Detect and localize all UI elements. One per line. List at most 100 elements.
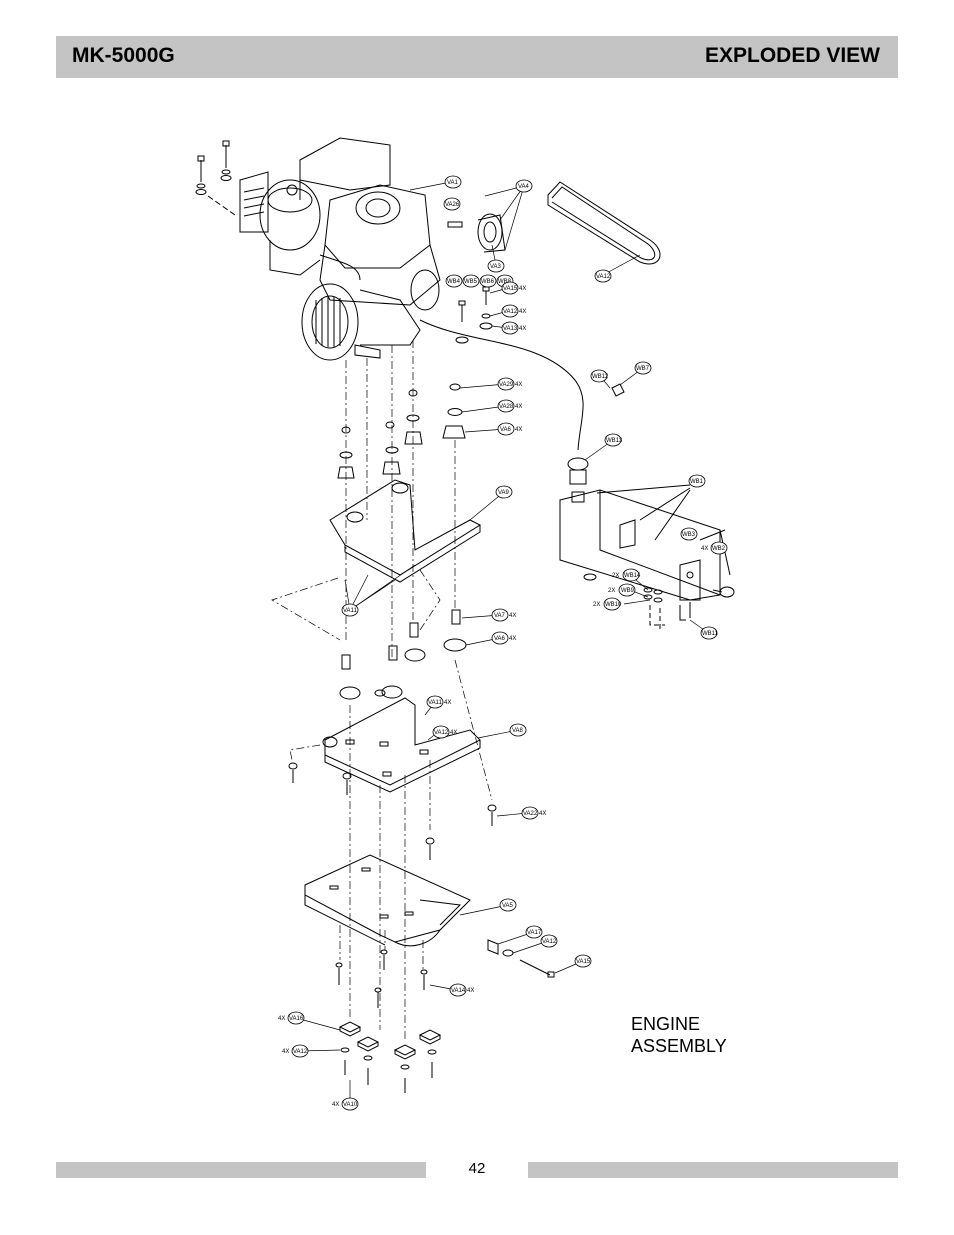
svg-text:VA12: VA12 — [434, 730, 449, 736]
svg-text:4X: 4X — [282, 1049, 289, 1055]
svg-text:4X: 4X — [332, 1102, 339, 1108]
callout-wb3: WB3 — [680, 527, 698, 541]
section-title: EXPLODED VIEW — [704, 44, 880, 67]
svg-text:VA26: VA26 — [445, 202, 460, 208]
model-title: MK-5000G — [72, 44, 175, 67]
svg-text:WB8: WB8 — [498, 279, 512, 285]
svg-text:VA6: VA6 — [494, 636, 506, 642]
callout-wb12: WB12 — [590, 369, 609, 383]
svg-text:VA7: VA7 — [494, 613, 506, 619]
bolts-and-feet — [288, 762, 555, 1093]
base-plate — [304, 854, 471, 947]
svg-text:WB6: WB6 — [481, 279, 495, 285]
svg-text:VA1: VA1 — [447, 180, 459, 186]
diagram-caption: ENGINE ASSEMBLY — [631, 1013, 727, 1057]
svg-text:VA15: VA15 — [503, 286, 518, 292]
callout-va8: VA8 — [509, 723, 527, 737]
callout-va26: VA26 — [443, 197, 461, 211]
svg-text:4X: 4X — [509, 636, 516, 642]
callout-va12-side: VA12 — [540, 934, 558, 948]
svg-text:WB2: WB2 — [712, 546, 726, 552]
svg-text:4X: 4X — [539, 811, 546, 817]
svg-text:4X: 4X — [444, 700, 451, 706]
pulley-illustration — [447, 213, 506, 253]
svg-text:VA17: VA17 — [527, 930, 542, 936]
svg-text:VA3: VA3 — [490, 264, 502, 270]
callout-wb1: WB1 — [688, 474, 706, 488]
callout-wb11: WB11 — [700, 626, 719, 640]
svg-text:4X: 4X — [515, 427, 522, 433]
svg-text:VA6: VA6 — [500, 427, 512, 433]
caption-line-2: ASSEMBLY — [631, 1036, 727, 1056]
engine-mount-bolts-top — [195, 140, 236, 216]
svg-text:WB13: WB13 — [606, 438, 623, 444]
callout-labels: VA1 VA26 VA4 VA3 WB4 WB5 WB6 WB8 VA12 VA… — [278, 175, 728, 1111]
svg-text:4X: 4X — [519, 286, 526, 292]
svg-text:VA28: VA28 — [499, 404, 514, 410]
control-box — [559, 484, 735, 630]
svg-text:4X: 4X — [467, 988, 474, 994]
svg-text:WB3: WB3 — [682, 532, 696, 538]
callout-va17: VA17 — [525, 925, 543, 939]
svg-text:VA4: VA4 — [518, 184, 530, 190]
svg-text:4X: 4X — [519, 326, 526, 332]
callout-va9: VA9 — [495, 485, 513, 499]
svg-text:VA11: VA11 — [343, 608, 357, 614]
callout-va1: VA1 — [444, 175, 462, 189]
svg-text:4X: 4X — [515, 404, 522, 410]
callout-va3: VA3 — [487, 259, 505, 273]
callout-va4: VA4 — [515, 179, 533, 193]
callout-wb13: WB13 — [604, 433, 623, 447]
footer-bar-left — [56, 1162, 426, 1178]
callout-wb4: WB4 — [445, 274, 463, 288]
engine-illustration — [239, 137, 441, 361]
svg-text:VA16: VA16 — [289, 1016, 304, 1022]
lower-mount-plate — [322, 697, 481, 793]
header-bar: MK-5000G EXPLODED VIEW — [56, 36, 898, 78]
callout-va16-bot: VA16 4X — [278, 1011, 305, 1025]
svg-text:2X: 2X — [593, 602, 600, 608]
svg-text:WB5: WB5 — [464, 279, 478, 285]
svg-text:VA9: VA9 — [498, 490, 510, 496]
callout-wb9: WB9 2X — [608, 583, 636, 597]
alignment-lines — [271, 340, 493, 1040]
svg-text:2X: 2X — [608, 588, 615, 594]
callout-va11-mid: VA11 — [341, 603, 359, 617]
svg-text:WB14: WB14 — [624, 573, 641, 579]
svg-text:4X: 4X — [701, 546, 708, 552]
svg-text:WB1: WB1 — [690, 479, 704, 485]
page-number: 42 — [468, 1160, 486, 1177]
callout-va12-belt: VA12 — [594, 269, 612, 283]
svg-text:VA15: VA15 — [576, 959, 591, 965]
svg-text:WB12: WB12 — [592, 374, 609, 380]
svg-text:VA12: VA12 — [503, 309, 518, 315]
throttle-cable — [419, 319, 584, 451]
svg-text:VA8: VA8 — [512, 728, 524, 734]
svg-text:VA12: VA12 — [596, 274, 611, 280]
svg-text:VA5: VA5 — [502, 903, 514, 909]
callout-wb7: WB7 — [634, 361, 652, 375]
svg-text:VA13: VA13 — [503, 326, 518, 332]
caption-line-1: ENGINE — [631, 1014, 701, 1034]
svg-text:VA12: VA12 — [542, 939, 557, 945]
svg-text:4X: 4X — [278, 1016, 285, 1022]
upper-isolators — [337, 383, 466, 479]
svg-text:WB9: WB9 — [621, 588, 635, 594]
svg-text:4X: 4X — [450, 730, 457, 736]
drive-belt — [547, 181, 661, 265]
